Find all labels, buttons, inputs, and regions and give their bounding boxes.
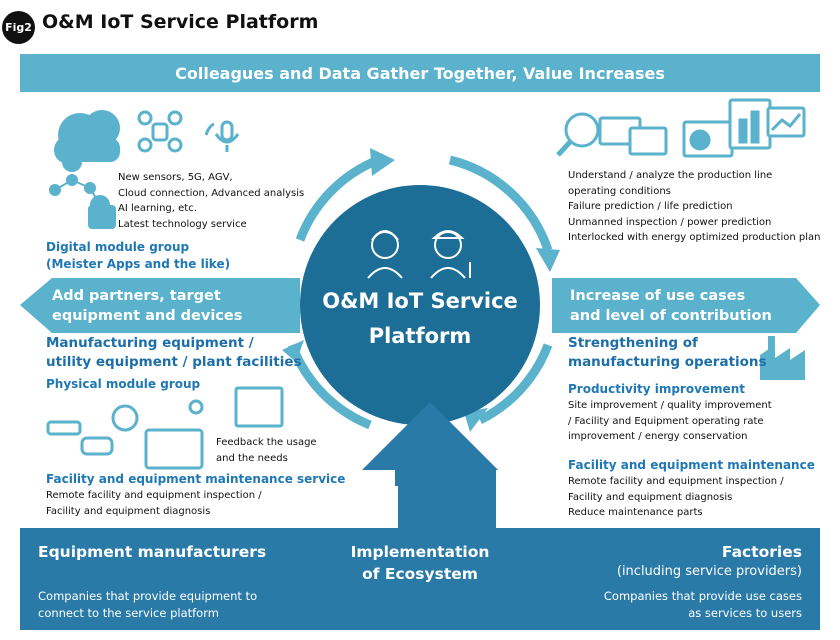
ecosystem-line: Implementation (320, 541, 520, 563)
factories-title: Factories (617, 541, 802, 563)
factories-heading: Factories (including service providers) (617, 541, 802, 580)
factories-line: as services to users (604, 605, 802, 622)
equipment-manufacturers-title: Equipment manufacturers (38, 541, 266, 563)
equipment-manufacturers-desc: Companies that provide equipment to conn… (38, 588, 257, 622)
factories-desc: Companies that provide use cases as serv… (604, 588, 802, 622)
factories-line: Companies that provide use cases (604, 588, 802, 605)
equipment-manufacturers-line: Companies that provide equipment to (38, 588, 257, 605)
ecosystem-line: of Ecosystem (320, 563, 520, 585)
ecosystem-title: Implementation of Ecosystem (320, 541, 520, 585)
factories-subtitle: (including service providers) (617, 563, 802, 580)
equipment-manufacturers-line: connect to the service platform (38, 605, 257, 622)
